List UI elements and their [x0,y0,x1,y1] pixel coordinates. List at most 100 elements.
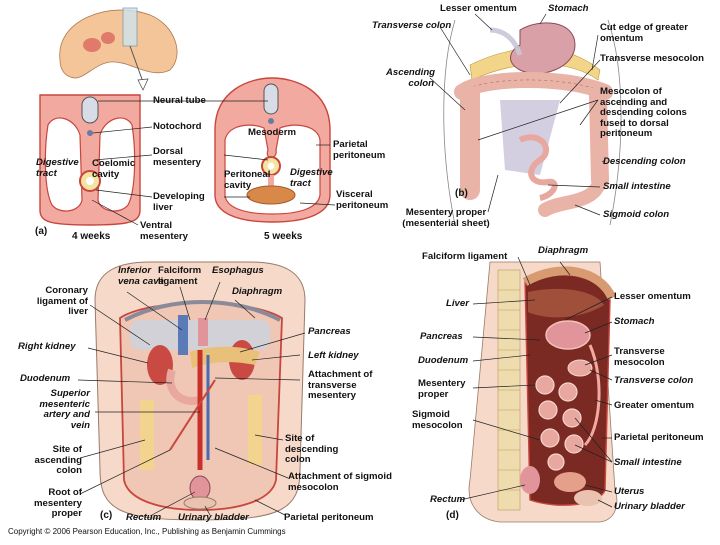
label-urinary-bladder-c: Urinary bladder [178,512,249,523]
bladder-c [183,496,217,510]
label-parietal-peritoneum-d: Parietal peritoneum [614,432,704,443]
diaphragm-d [522,266,617,301]
label-duodenum-d: Duodenum [418,355,469,366]
label-urinary-bladder-d: Urinary bladder [614,501,685,512]
vena-cava-c [178,315,188,355]
label-lesser-omentum-d: Lesser omentum [614,291,691,302]
label-right-kidney: Right kidney [18,341,76,352]
panel-c-drawing [77,261,306,521]
transverse-colon-d [567,359,593,377]
transverse-colon-b [454,71,613,100]
notochord-4wk [87,130,93,136]
mesentery-strip [86,137,94,171]
panel-d-leaders [459,256,613,508]
stomach-b [510,22,576,74]
label-lesser-omentum-b: Lesser omentum [440,3,517,14]
label-rectum-c: Rectum [126,512,162,523]
label-mesocolon-fused: Mesocolon of ascending and descending co… [600,86,687,139]
label-stomach-b: Stomach [548,3,589,14]
mesentery-root-c [169,379,216,451]
label-attach-sigmoid: Attachment of sigmoid mesocolon [288,471,392,493]
bladder-d [574,490,602,506]
descending-colon-b [589,86,609,189]
stomach-d [545,320,591,350]
label-stomach-d: Stomach [614,316,655,327]
label-coronary-ligament: Coronary ligament of liver [36,285,88,317]
label-transverse-mesocolon-d: Transverse mesocolon [614,346,665,368]
label-inferior-vena-cava: Inferior vena cava [118,265,164,287]
lesser-omentum-b [489,27,523,56]
panel-b-tag: (b) [455,188,468,199]
neural-tube-4wk [81,96,99,124]
esophagus-c [198,318,208,346]
section-arrow [129,45,144,83]
uterus-d [554,472,586,492]
panel-d-drawing [459,256,618,523]
coelom-left [44,117,83,212]
label-small-intestine-d: Small intestine [614,457,682,468]
spine-d [497,269,521,511]
label-coelomic-cavity: Coelomic cavity [92,158,136,180]
embryo-shape [59,9,178,79]
embryo-organ [101,32,115,44]
label-sigmoid-colon-b: Sigmoid colon [603,209,670,220]
label-parietal-peritoneum-a: Parietal peritoneum [333,139,386,161]
panel-c-tag: (c) [100,510,113,521]
copyright-notice: Copyright © 2006 Pearson Education, Inc.… [8,527,286,536]
torso-outline-b [443,19,622,226]
label-digestive-tract-right: Digestive tract [290,167,333,189]
label-liver-d: Liver [446,298,469,309]
label-peritoneal-cavity: Peritoneal cavity [224,169,271,191]
label-ascending-colon-b: Ascending colon [386,67,436,89]
label-descending-colon-b: Descending colon [603,156,686,167]
label-left-kidney: Left kidney [308,350,359,361]
label-5-weeks: 5 weeks [264,231,303,242]
greater-omentum-d [583,344,601,447]
label-mesentery-proper-d: Mesentery proper [418,378,466,400]
label-notochord: Notochord [153,121,202,132]
duodenum-c [166,368,201,405]
label-cut-edge: Cut edge of greater omentum [600,22,688,44]
label-pancreas-c: Pancreas [308,326,351,337]
label-esophagus: Esophagus [212,265,264,276]
mesentery-5wk [268,175,274,187]
right-kidney-c [147,345,173,385]
label-superior-mesenteric: Superior mesenteric artery and vein [39,388,90,431]
panel-a-tag: (a) [35,226,48,237]
label-site-descending: Site of descending colon [285,433,339,465]
label-neural-tube: Neural tube [153,95,206,106]
panel-b-leaders [429,13,606,216]
label-transverse-mesocolon-b: Transverse mesocolon [600,53,704,64]
label-pancreas-d: Pancreas [420,331,463,342]
label-site-ascending: Site of ascending colon [34,444,82,476]
ascending-site-c [140,400,154,470]
panel-c-leaders [77,281,306,517]
label-parietal-peritoneum-c: Parietal peritoneum [284,512,374,523]
section-plane [122,7,138,47]
label-falciform-ligament-c: Falciform ligament [158,265,202,287]
label-digestive-tract-left: Digestive tract [36,157,79,179]
embryo-organ [83,38,101,52]
label-duodenum-c: Duodenum [20,373,71,384]
small-intestine-loops-d [535,375,584,471]
rectum-d [520,466,540,494]
label-rectum-d: Rectum [430,494,466,505]
small-intestine-b [518,134,558,201]
label-falciform-ligament-d: Falciform ligament [422,251,508,262]
label-mesoderm: Mesoderm [248,127,296,138]
developing-liver-5wk [246,185,296,205]
descending-site-c [248,395,262,465]
panel-a-drawing [39,7,336,226]
label-transverse-colon-b: Transverse colon [372,20,452,31]
section-arrow-head [137,78,149,91]
neural-tube-5wk [263,83,279,115]
label-root-mesentery: Root of mesentery proper [34,487,82,519]
label-sigmoid-mesocolon-d: Sigmoid mesocolon [412,409,463,431]
label-developing-liver: Developing liver [153,191,205,213]
notochord-5wk [268,118,274,124]
panel-a-leaders [91,100,336,226]
label-diaphragm-c: Diaphragm [232,286,283,297]
label-mesentery-proper-b: Mesentery proper (mesenterial sheet) [402,207,490,229]
